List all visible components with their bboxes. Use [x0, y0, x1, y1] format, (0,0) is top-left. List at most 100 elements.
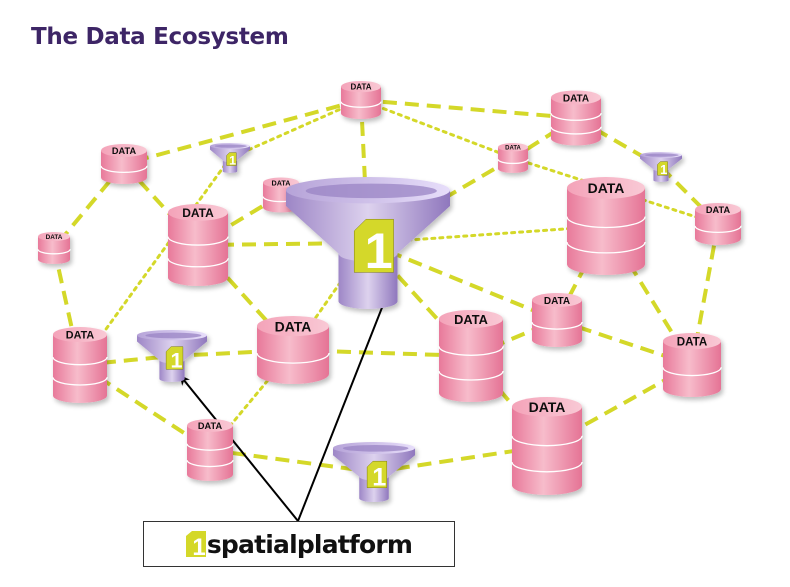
spatialplatform-logo-box: 1 spatialplatform: [143, 521, 455, 567]
database-body: [551, 97, 601, 146]
database-tier-line: [167, 236, 229, 246]
database-body: [695, 209, 741, 245]
database-tier-line: [511, 435, 583, 447]
nodes-layer: DATADATADATA1DATA1DATA1DATADATADATADATAD…: [37, 81, 742, 502]
database-label: DATA: [706, 205, 731, 215]
database-tier-line: [340, 101, 382, 108]
database-body: [663, 341, 721, 398]
database-label: DATA: [272, 178, 291, 187]
database-label: DATA: [505, 145, 521, 151]
connection-dotted-funnel-upper-left-to-db-left: [78, 156, 232, 367]
database-db-tiny-left: DATA: [37, 232, 71, 264]
database-label: DATA: [454, 312, 488, 327]
database-label: DATA: [182, 206, 214, 220]
database-body: [341, 86, 381, 119]
database-label: DATA: [198, 421, 223, 431]
one-spatial-badge-icon: 1: [353, 218, 394, 279]
one-spatial-badge-icon: 1: [226, 152, 237, 168]
brand-name: spatialplatform: [206, 529, 413, 559]
database-top: [263, 177, 299, 188]
funnel-opening: [305, 183, 437, 199]
database-label: DATA: [350, 83, 371, 92]
database-tier-line: [52, 377, 108, 386]
database-db-mid-right: DATA: [531, 293, 583, 347]
funnel-badge-label: 1: [372, 464, 386, 492]
database-top: [567, 177, 645, 199]
connection-dotted-db-top-to-db-tiny-upper-right: [359, 98, 515, 160]
database-top: [38, 232, 70, 241]
database-top: [498, 143, 528, 152]
database-top: [101, 144, 147, 157]
svg-text:1: 1: [192, 534, 205, 557]
database-label: DATA: [588, 180, 625, 196]
database-tier-line: [497, 159, 529, 165]
funnel-funnel-left: 1: [137, 330, 207, 382]
database-top: [53, 327, 107, 343]
arrow-to-funnel-center: [297, 292, 390, 522]
connection-dotted-funnel-center-to-db-center-left: [291, 241, 370, 352]
database-body: [512, 406, 582, 495]
database-top: [257, 316, 329, 337]
database-body: [53, 334, 107, 404]
funnel-opening: [214, 144, 247, 148]
funnel-funnel-right: 1: [640, 152, 682, 182]
funnel-funnel-upper-left: 1: [210, 143, 250, 173]
database-tier-line: [438, 370, 504, 381]
funnel-badge-label: 1: [660, 162, 667, 177]
database-tier-line: [438, 346, 504, 356]
database-tier-line: [167, 258, 229, 268]
database-tier-line: [511, 461, 583, 473]
funnel-opening: [145, 332, 202, 339]
database-label: DATA: [112, 146, 137, 156]
database-tier-line: [694, 225, 742, 234]
database-tier-line: [37, 249, 71, 255]
database-top: [532, 293, 582, 307]
connection-dashed-funnel-center-to-db-mid-right: [367, 241, 558, 322]
database-tier-line: [531, 321, 583, 330]
database-db-bottom-right: DATA: [511, 397, 583, 495]
database-tier-line: [662, 367, 722, 377]
database-db-upper-left: DATA: [100, 144, 148, 184]
database-db-center-right: DATA: [438, 310, 504, 403]
arrow-to-funnel-left: [179, 374, 299, 522]
connection-dashed-db-inner-top-left-to-db-inner-left: [196, 193, 283, 247]
database-label: DATA: [544, 296, 570, 307]
database-tier-line: [186, 443, 234, 451]
database-label: DATA: [677, 336, 708, 349]
page-title: The Data Ecosystem: [31, 24, 289, 50]
connection-dashed-db-top-to-db-top-right: [360, 98, 577, 120]
database-tier-line: [566, 216, 646, 229]
connection-dashed-db-bottom-left-to-funnel-bottom: [209, 448, 375, 474]
database-top: [341, 81, 381, 93]
database-body: [567, 187, 645, 275]
database-body: [498, 147, 528, 173]
database-top: [168, 204, 228, 221]
connection-dashed-db-top-right-to-funnel-right: [575, 116, 662, 169]
database-top: [512, 397, 582, 417]
database-db-top: DATA: [340, 81, 382, 119]
database-tier-line: [256, 352, 330, 364]
database-label: DATA: [563, 93, 589, 104]
funnel-badge-label: 1: [229, 154, 236, 168]
database-tier-line: [566, 241, 646, 254]
database-db-center-left: DATA: [256, 316, 330, 385]
one-spatial-logo-icon: 1: [185, 531, 206, 561]
funnel-opening: [342, 445, 409, 452]
funnel-opening: [645, 153, 679, 157]
arrows-layer: [179, 292, 390, 522]
database-body: [101, 150, 147, 184]
database-db-left: DATA: [52, 327, 108, 404]
database-db-top-right: DATA: [550, 90, 602, 146]
database-body: [532, 300, 582, 347]
database-db-large-right: DATA: [566, 177, 646, 275]
connection-dotted-db-top-to-funnel-upper-left: [228, 98, 363, 160]
database-body: [187, 425, 233, 481]
database-top: [663, 333, 721, 350]
one-spatial-badge-icon: 1: [657, 161, 668, 177]
database-tier-line: [550, 113, 602, 121]
database-label: DATA: [46, 234, 63, 241]
database-label: DATA: [529, 399, 566, 415]
database-tier-line: [100, 165, 148, 174]
database-db-tiny-upper-right: DATA: [497, 143, 529, 173]
